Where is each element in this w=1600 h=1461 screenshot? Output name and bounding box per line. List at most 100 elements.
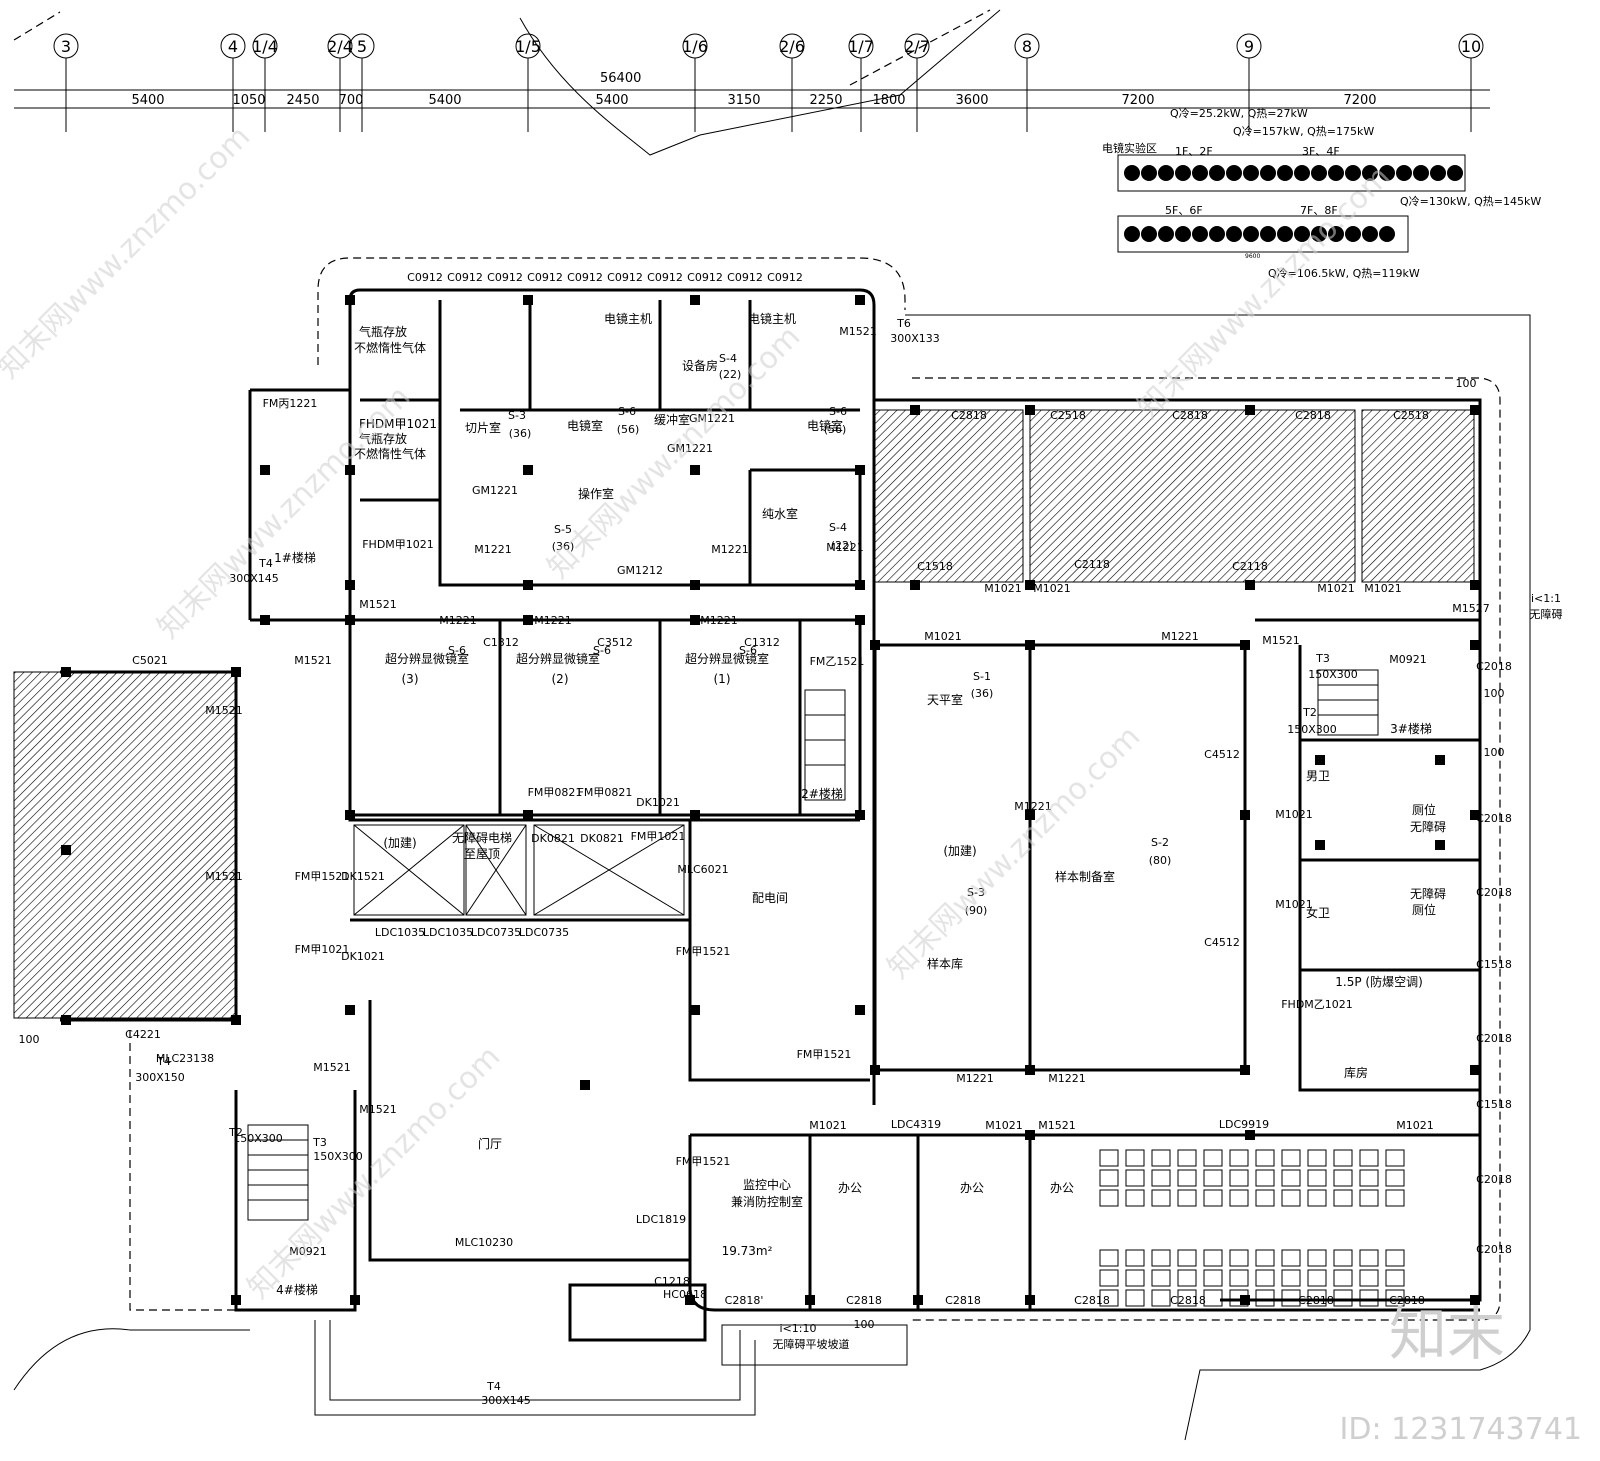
cooling-unit	[1379, 165, 1395, 181]
cooling-unit	[1226, 226, 1242, 242]
desk	[1099, 1189, 1119, 1207]
plan-label: C2118	[1232, 560, 1268, 573]
column	[1025, 405, 1035, 415]
column	[1245, 580, 1255, 590]
room-name: 不燃惰性气体	[354, 340, 426, 355]
dimension-value: 2250	[809, 93, 842, 108]
plan-label: T2	[1302, 706, 1317, 719]
room-name: (加建)	[943, 844, 976, 858]
plan-label: C2818	[951, 409, 987, 422]
plan-label: MLC6021	[677, 863, 728, 876]
watermark-text: 知末网www.znzmo.com	[0, 119, 257, 385]
cooling-width: 9600	[1245, 253, 1260, 260]
plan-label: FM甲1521	[797, 1048, 852, 1061]
plan-label: M1221	[534, 614, 572, 627]
desk	[1099, 1249, 1119, 1267]
plan-label: (80)	[1149, 854, 1172, 867]
plan-label: S-6	[739, 644, 757, 657]
cooling-unit	[1345, 165, 1361, 181]
desk	[1151, 1249, 1171, 1267]
hatched-zone-north-3	[1361, 409, 1475, 583]
room-name: 超分辨显微镜室	[385, 651, 469, 666]
plan-label: C2018	[1476, 812, 1512, 825]
desk	[1333, 1149, 1353, 1167]
room-name: 监控中心	[743, 1177, 791, 1192]
desk	[1307, 1189, 1327, 1207]
plan-label: S-1	[973, 670, 991, 683]
desk	[1125, 1249, 1145, 1267]
desk	[1229, 1169, 1249, 1187]
desk	[1151, 1169, 1171, 1187]
column	[231, 667, 241, 677]
plan-label: T4	[156, 1055, 171, 1068]
plan-label: S-6	[448, 644, 466, 657]
plan-label: C4512	[1204, 748, 1240, 761]
cooling-unit	[1311, 226, 1327, 242]
watermark-text: 知末网www.znzmo.com	[541, 319, 807, 585]
column	[1470, 580, 1480, 590]
room-name: 超分辨显微镜室	[685, 651, 769, 666]
cooling-unit	[1209, 226, 1225, 242]
cooling-load-1: Q冷=25.2kW, Q热=27kW	[1170, 107, 1308, 120]
desk	[1125, 1289, 1145, 1307]
cooling-unit	[1362, 165, 1378, 181]
plan-label: C1312	[483, 636, 519, 649]
plan-label: M1521	[294, 654, 332, 667]
room-name: 电镜室	[807, 418, 843, 433]
desk	[1385, 1169, 1405, 1187]
plan-label: M1221	[1048, 1072, 1086, 1085]
room-name: 无障碍电梯	[452, 830, 512, 845]
plan-label: 100	[1484, 746, 1505, 759]
plan-label: C2818	[1074, 1294, 1110, 1307]
desk	[1385, 1289, 1405, 1307]
hatched-zone-north-2	[1029, 409, 1356, 583]
plan-label: HC0618	[663, 1288, 707, 1301]
cooling-unit	[1430, 165, 1446, 181]
plan-label: M1521	[205, 704, 243, 717]
room-name: 缓冲室	[654, 412, 690, 427]
plan-label: C2818	[1389, 1294, 1425, 1307]
column	[1470, 405, 1480, 415]
total-dimension: 56400	[600, 71, 641, 86]
plan-label: S-5	[554, 523, 572, 536]
desk	[1151, 1289, 1171, 1307]
plan-label: GM1221	[472, 484, 518, 497]
desk	[1203, 1189, 1223, 1207]
axis-label: 1/7	[848, 37, 874, 56]
room-name: 电镜主机	[748, 311, 796, 326]
desk	[1125, 1269, 1145, 1287]
shafts	[247, 669, 1379, 1221]
plan-label: S-6	[829, 405, 847, 418]
room-name: 配电间	[752, 891, 788, 905]
plan-label: M1221	[474, 543, 512, 556]
plan-label: C2018	[1476, 886, 1512, 899]
dimension-value: 5400	[428, 93, 461, 108]
room-name: 操作室	[578, 486, 614, 501]
cooling-unit	[1141, 165, 1157, 181]
cooling-group-1: 1F、2F	[1175, 145, 1213, 158]
desk	[1099, 1149, 1119, 1167]
window-label: C0912	[647, 271, 683, 284]
column	[690, 295, 700, 305]
plan-label: M1521	[1038, 1119, 1076, 1132]
desk	[1307, 1149, 1327, 1167]
cooling-unit	[1294, 226, 1310, 242]
desk	[1203, 1269, 1223, 1287]
column	[690, 1005, 700, 1015]
cooling-unit	[1175, 226, 1191, 242]
desk	[1333, 1289, 1353, 1307]
cooling-unit	[1192, 226, 1208, 242]
desk	[1359, 1289, 1379, 1307]
desk	[1281, 1249, 1301, 1267]
plan-label: 150X300	[313, 1150, 363, 1163]
plan-label: C4221	[125, 1028, 161, 1041]
plan-label: LDC1819	[636, 1213, 686, 1226]
room-name: 19.73m²	[722, 1244, 773, 1258]
room-name: 库房	[1344, 1065, 1368, 1080]
plan-label: 100	[1456, 377, 1477, 390]
room-name: (1)	[714, 672, 731, 686]
plan-label: (90)	[965, 904, 988, 917]
column	[1240, 640, 1250, 650]
desk	[1125, 1169, 1145, 1187]
